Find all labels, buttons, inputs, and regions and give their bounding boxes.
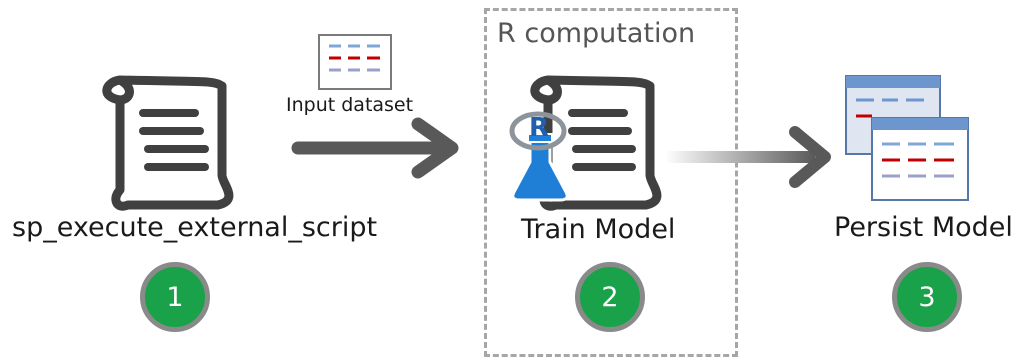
r-computation-region [484, 8, 738, 357]
step-1-badge: 1 [140, 262, 210, 332]
script-with-r-flask-icon [509, 75, 662, 211]
step-2-label: Train Model [521, 214, 676, 245]
stacked-tables-icon [845, 75, 969, 201]
step-1-label: sp_execute_external_script [12, 212, 378, 243]
step-3-label: Persist Model [834, 212, 1013, 243]
step-2-badge: 2 [575, 262, 645, 332]
script-icon [102, 75, 234, 211]
flow-arrow-1 [291, 117, 459, 179]
r-logo-letter: R [529, 113, 550, 143]
flow-arrow-2 [665, 126, 831, 188]
region-label: R computation [497, 18, 696, 49]
input-dataset-label: Input dataset [286, 94, 414, 116]
step-3-badge: 3 [892, 262, 962, 332]
table-icon [318, 34, 392, 90]
